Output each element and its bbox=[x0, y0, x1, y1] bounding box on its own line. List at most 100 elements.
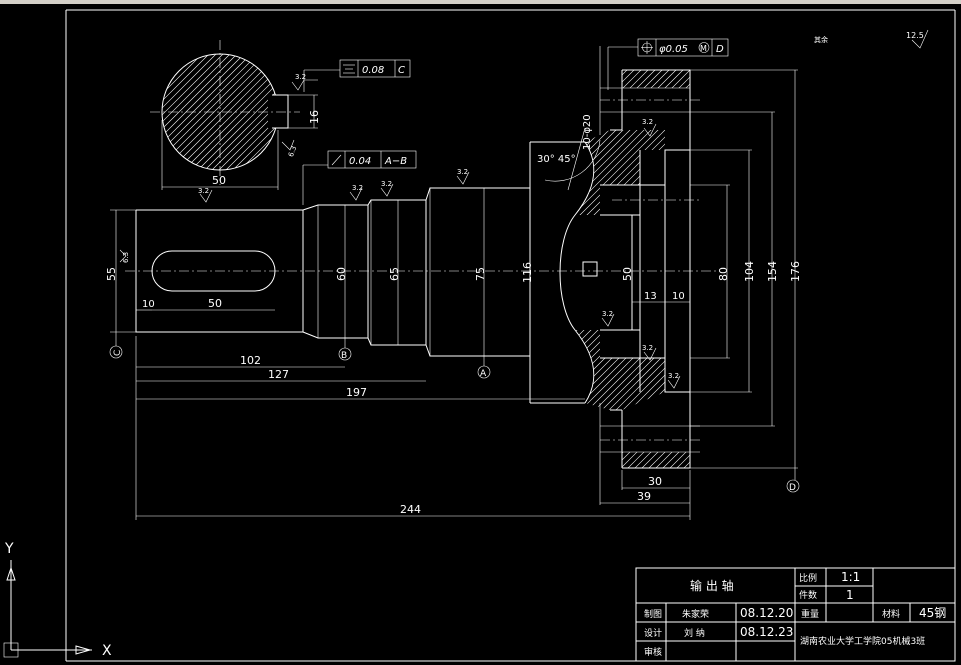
hatch-line bbox=[575, 70, 690, 468]
dim-60: 60 bbox=[335, 267, 348, 281]
title-design-label: 设计 bbox=[644, 627, 662, 639]
dim-244: 244 bbox=[400, 503, 421, 516]
runout-datum: A−B bbox=[384, 156, 407, 167]
dim-104: 104 bbox=[743, 261, 756, 282]
shaft-cross-section: 50 16 3.2 6.3 0.08 C bbox=[44, 40, 411, 190]
dim-116: 116 bbox=[521, 262, 534, 283]
hatch-line bbox=[162, 54, 168, 170]
hatch-line bbox=[162, 54, 238, 170]
title-block: 输 出 轴 比例 1:1 件数 1 重量 材料 45钢 制图 朱家荣 08.12… bbox=[635, 567, 956, 662]
roughness-3.2-f: 3.2 bbox=[602, 310, 613, 318]
hatch-line bbox=[575, 70, 690, 468]
hatch-line bbox=[601, 70, 690, 468]
title-material-value: 45钢 bbox=[919, 606, 946, 620]
svg-text:C: C bbox=[113, 350, 123, 356]
hatch-line bbox=[575, 70, 690, 468]
datum-marker-A: A bbox=[477, 356, 491, 379]
dim-197: 197 bbox=[346, 386, 367, 399]
hatch-line bbox=[575, 70, 690, 468]
datum-marker-C: C bbox=[109, 332, 123, 359]
title-draw-label: 制图 bbox=[644, 608, 662, 620]
roughness-3.2-d: 3.2 bbox=[457, 168, 468, 176]
hatch-line bbox=[693, 60, 961, 480]
title-part-name: 输 出 轴 bbox=[690, 578, 734, 593]
dim-50-key: 50 bbox=[208, 297, 222, 310]
hatch-line bbox=[643, 70, 690, 468]
roughness-3.2-g: 3.2 bbox=[642, 344, 653, 352]
roughness-3.2-e: 3.2 bbox=[642, 118, 653, 126]
title-school: 湖南农业大学工学院05机械3班 bbox=[800, 635, 925, 647]
dim-angles: 30° 45° bbox=[537, 154, 576, 165]
output-shaft-main-view: 55 60 65 75 116 50 80 104 154 176 13 10 … bbox=[105, 29, 961, 520]
dim-55: 55 bbox=[105, 267, 118, 281]
title-draw-date: 08.12.20 bbox=[740, 606, 793, 620]
hatch-line bbox=[575, 70, 690, 468]
roughness-3.2-b: 3.2 bbox=[352, 184, 363, 192]
dim-30: 30 bbox=[648, 475, 662, 488]
dim-154: 154 bbox=[766, 261, 779, 282]
hatch-line bbox=[575, 70, 690, 468]
hatch-line bbox=[162, 54, 217, 170]
hatch-line bbox=[575, 70, 690, 468]
hatch-line bbox=[575, 70, 690, 468]
datum-marker-D: D bbox=[786, 468, 800, 493]
roughness-3.2-h: 3.2 bbox=[668, 372, 679, 380]
roughness-3.2-a: 3.2 bbox=[198, 187, 209, 195]
hatch-line bbox=[575, 70, 690, 468]
title-design-name: 刘 纳 bbox=[684, 627, 705, 639]
dim-16: 16 bbox=[308, 110, 321, 124]
hatch-line bbox=[239, 54, 278, 170]
dim-127: 127 bbox=[268, 368, 289, 381]
hatch-line bbox=[575, 70, 659, 468]
title-qty-label: 件数 bbox=[799, 589, 817, 601]
drawing-frame bbox=[65, 9, 956, 662]
dim-75: 75 bbox=[474, 267, 487, 281]
hatch-line bbox=[197, 54, 278, 170]
roughness-3.2-c: 3.2 bbox=[381, 180, 392, 188]
svg-text:D: D bbox=[789, 483, 796, 493]
dim-50-top: 50 bbox=[212, 174, 226, 187]
window-top-strip bbox=[0, 0, 961, 4]
position-datum: D bbox=[716, 44, 724, 55]
svg-text:A: A bbox=[480, 369, 487, 379]
roughness-6.3-section: 6.3 bbox=[287, 145, 298, 158]
svg-text:B: B bbox=[341, 351, 347, 361]
ucs-x-label: X bbox=[102, 643, 112, 659]
hatch-line bbox=[657, 70, 690, 468]
hatch-line bbox=[162, 54, 278, 170]
title-draw-name: 朱家荣 bbox=[682, 608, 709, 620]
hatch-line bbox=[575, 70, 690, 468]
dim-10-hub: 10 bbox=[672, 291, 685, 302]
cad-drawing-canvas[interactable]: 50 16 3.2 6.3 0.08 C bbox=[0, 4, 961, 665]
hatch-line bbox=[575, 70, 690, 468]
hatch-line bbox=[575, 70, 690, 468]
hatch-line bbox=[575, 70, 690, 468]
symmetry-tolerance-value: 0.08 bbox=[362, 65, 384, 76]
title-scale-label: 比例 bbox=[799, 572, 817, 584]
hatch-line bbox=[575, 70, 690, 468]
hatch-line bbox=[575, 70, 690, 468]
hatch-line bbox=[575, 70, 690, 468]
title-qty-value: 1 bbox=[846, 588, 854, 602]
dim-10: 10 bbox=[142, 299, 155, 310]
roughness-note-others: 其余 bbox=[814, 35, 828, 44]
datum-marker-B: B bbox=[338, 338, 352, 361]
roughness-3.2-key: 3.2 bbox=[295, 73, 306, 81]
title-material-label: 材料 bbox=[882, 608, 900, 620]
hatch-line bbox=[575, 70, 690, 468]
hatch-line bbox=[225, 54, 278, 170]
title-design-date: 08.12.23 bbox=[740, 625, 793, 639]
position-modifier: M bbox=[700, 44, 707, 53]
hatch-line bbox=[671, 70, 690, 468]
ucs-icon: Y X bbox=[3, 541, 112, 659]
hatch-line bbox=[44, 54, 160, 170]
hatch-line bbox=[575, 70, 680, 468]
hatch-line bbox=[575, 70, 690, 468]
dim-50-hub: 50 bbox=[621, 267, 634, 281]
dim-80: 80 bbox=[717, 267, 730, 281]
dim-39: 39 bbox=[637, 490, 651, 503]
hatch-line bbox=[162, 54, 210, 170]
roughness-6.3-shaft: 6.3 bbox=[122, 252, 130, 263]
dim-holes-10-phi20: 10-φ20 bbox=[582, 114, 593, 150]
title-review-label: 审核 bbox=[644, 646, 662, 658]
